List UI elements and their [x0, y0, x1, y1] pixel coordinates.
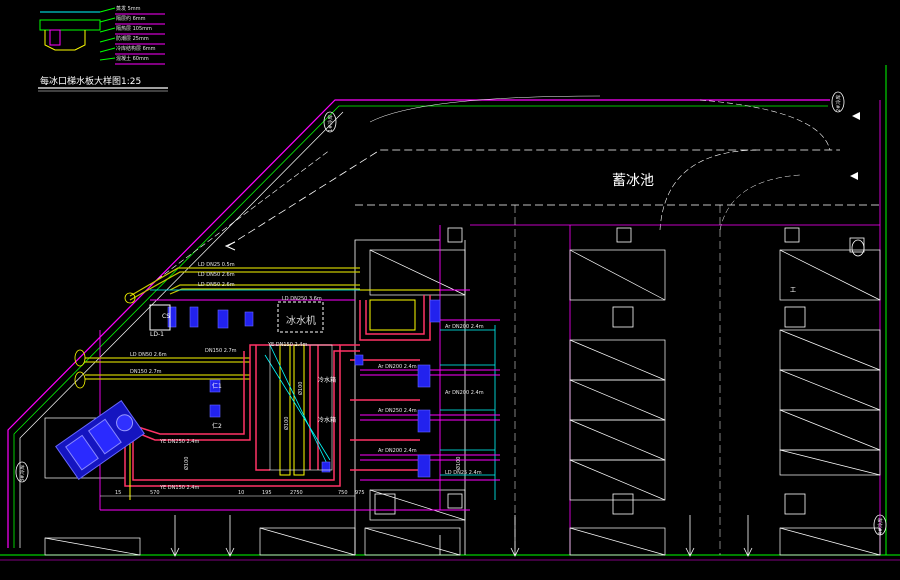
drain-arrows	[170, 515, 753, 557]
pipe-label: LD DN50 2.6m	[198, 272, 235, 278]
pump-b-label: 仁2	[212, 422, 222, 430]
dimension-value: 975	[355, 490, 365, 496]
pipe-label: Ar DN200 2.4m	[378, 364, 417, 370]
pipe-label: Ar DN200 2.4m	[378, 448, 417, 454]
detail-title: 每冰口梯水板大样图1:25	[40, 75, 141, 87]
dimension-value: 2750	[290, 490, 303, 496]
pipe-label: DN150 2.7m	[130, 369, 162, 375]
riser-label: Ø100	[183, 457, 190, 470]
pipe-label: YE DN250 2.4m	[159, 439, 199, 445]
pipe-label: LD DN250 3.6m	[282, 296, 322, 302]
machine-side-label: LD-1	[150, 331, 164, 338]
pipe-label: Ar DN200 2.4m	[445, 324, 484, 330]
dimension-value: 570	[150, 490, 160, 496]
legend-line: 隔层约 6mm	[116, 15, 146, 22]
dimension-value: 15	[115, 490, 121, 496]
pipe-label: DN150 2.7m	[205, 348, 237, 354]
cyan-branches	[150, 289, 496, 500]
riser-label: Ø100	[455, 457, 462, 470]
section-markers	[15, 91, 887, 536]
machine-room-label: 冰水机	[286, 314, 316, 327]
pipe-label: Ar DN250 2.4m	[378, 408, 417, 414]
pipe-label: LD DN50 2.6m	[198, 282, 235, 288]
riser-label: Ø100	[283, 417, 290, 430]
room-right-label: 工	[790, 287, 796, 294]
pipe-label: YE DN150 2.4m	[159, 485, 199, 491]
pipe-label: YE DN150 2.4m	[267, 342, 307, 348]
riser-label: Ø100	[297, 382, 304, 395]
tank-label-1: 冷水箱	[318, 376, 336, 384]
pipe-labels: LD DN25 0.5m LD DN50 2.6m LD DN50 2.6m L…	[130, 262, 484, 491]
detail-title-block: 蒸发 5mm 隔层约 6mm 隔热层 105mm 防潮层 25mm 冷库结构层 …	[38, 5, 168, 92]
marker-labels: 1#冷库 2#冷库 3#冷库 4#冷库	[19, 95, 884, 535]
pipe-label: LD DN25 0.5m	[198, 262, 235, 268]
dimension-value: 10	[238, 490, 244, 496]
storage-bays	[44, 227, 881, 556]
blue-equipment	[167, 299, 441, 478]
pipe-label: LD DN50 2.6m	[130, 352, 167, 358]
machine-room	[149, 301, 333, 471]
legend-line: 蒸发 5mm	[116, 5, 141, 12]
legend-line: 混凝土 60mm	[116, 55, 149, 62]
marker-label: 3#冷库	[19, 465, 26, 482]
dimension-value: 750	[338, 490, 348, 496]
dimension-value: 195	[262, 490, 272, 496]
marker-label: 2#冷库	[835, 95, 842, 112]
riser-labels: Ø100 Ø100 Ø100 Ø100	[183, 382, 462, 470]
yellow-pipes	[85, 267, 360, 380]
dimension-string: 15 570 10 195 2750 750 975	[100, 490, 365, 497]
pump-a-label: 仁1	[212, 382, 222, 390]
equipment-left-label: CS	[162, 313, 170, 320]
legend-line: 隔热层 105mm	[116, 25, 152, 32]
pipe-label: LD DN25 2.4m	[445, 470, 482, 476]
legend-line: 冷库结构层 6mm	[116, 45, 156, 52]
ice-pool-label: 蓄冰池	[612, 173, 654, 189]
legend-line: 防潮层 25mm	[116, 35, 149, 42]
legend-lines: 蒸发 5mm 隔层约 6mm 隔热层 105mm 防潮层 25mm 冷库结构层 …	[116, 5, 156, 62]
marker-label: 4#冷库	[877, 518, 884, 535]
marker-label: 1#冷库	[327, 115, 334, 132]
tank-label-2: 冷水箱	[318, 416, 336, 424]
pipe-label: Ar DN200 2.4m	[445, 390, 484, 396]
chiller-unit	[55, 399, 145, 481]
building-outline	[0, 65, 900, 561]
